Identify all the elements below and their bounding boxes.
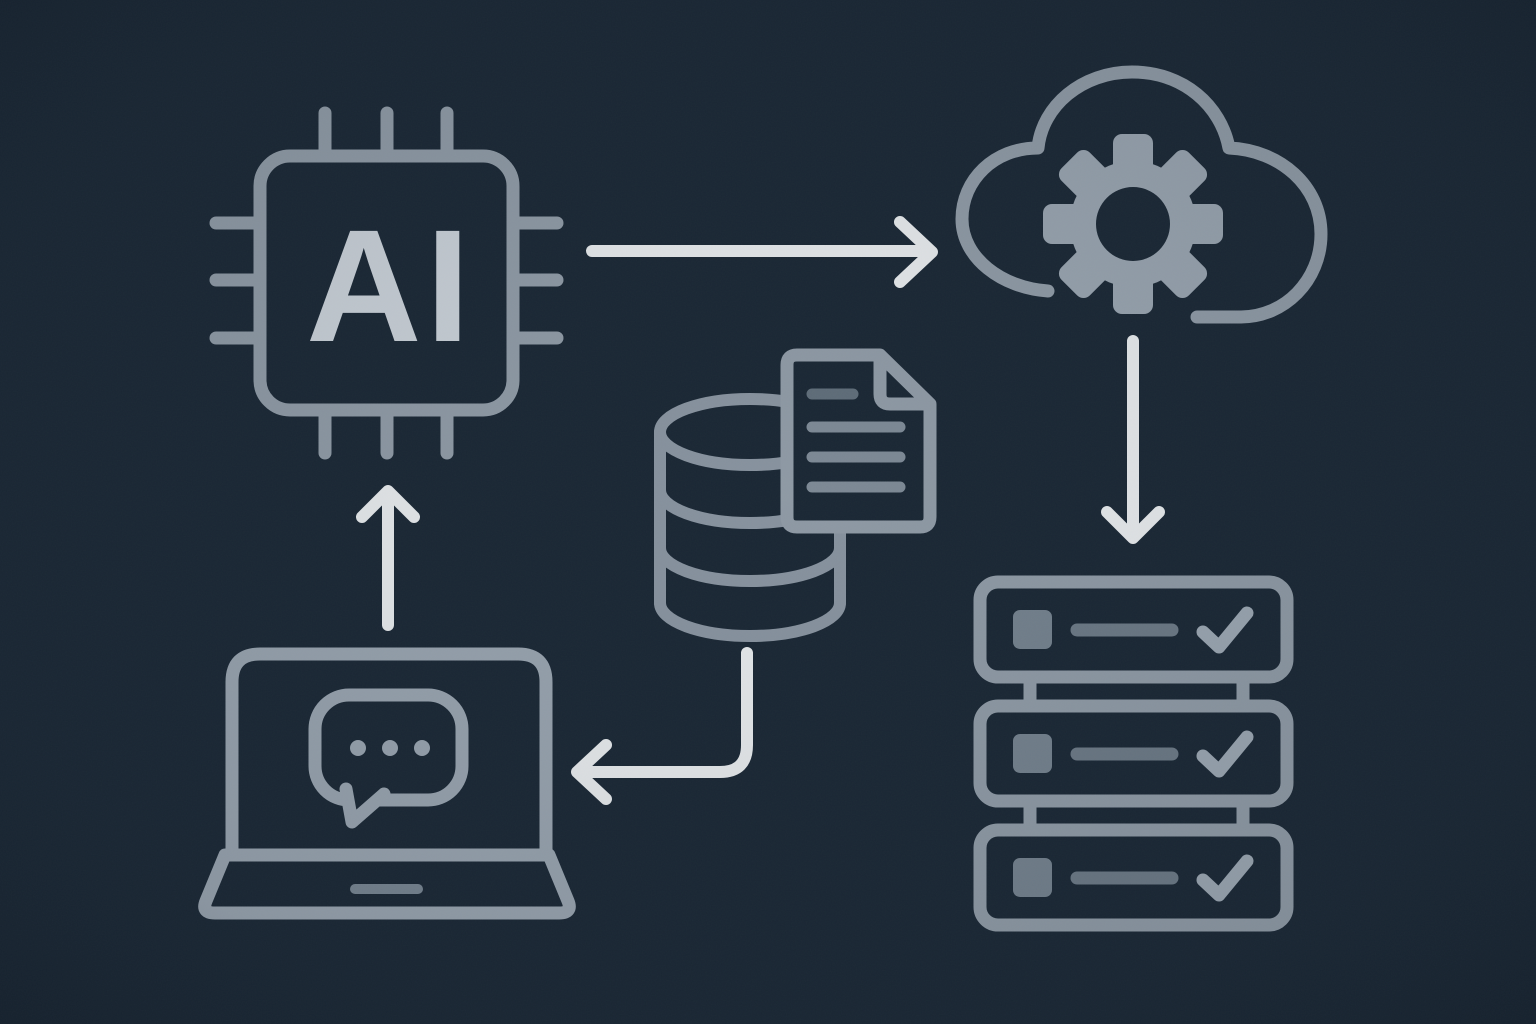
- diagram-svg: AI: [0, 0, 1536, 1024]
- illustration-canvas: AI: [0, 0, 1536, 1024]
- grain-overlay: [0, 0, 1536, 1024]
- vignette-overlay: [0, 0, 1536, 1024]
